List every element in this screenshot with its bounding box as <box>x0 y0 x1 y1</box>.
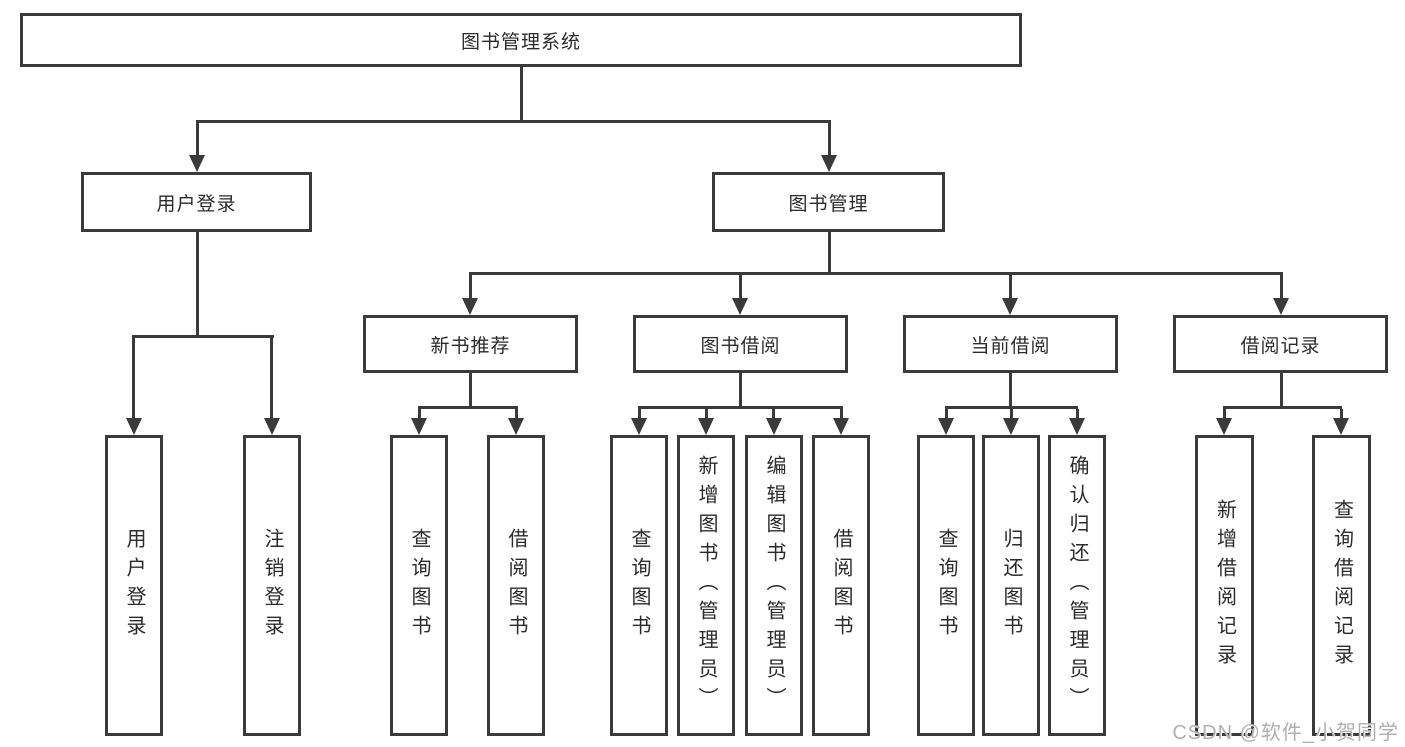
arrow-down-icon <box>732 298 748 315</box>
connector-line <box>1010 409 1013 423</box>
connector-line <box>1223 409 1226 423</box>
leaf-borrow-books: 借阅图书 <box>812 435 870 736</box>
node-root-library-system: 图书管理系统 <box>20 13 1022 67</box>
node-current-borrowing: 当前借阅 <box>903 315 1118 373</box>
arrow-down-icon <box>698 418 714 435</box>
arrow-down-icon <box>833 418 849 435</box>
leaf-confirm-return-admin: 确认归还（管理员） <box>1048 435 1106 736</box>
leaf-add-borrow-record: 新增借阅记录 <box>1195 435 1254 736</box>
leaf-query-books: 查询图书 <box>917 435 975 736</box>
node-label: 新增借阅记录 <box>1213 498 1236 673</box>
csdn-watermark: CSDN @软件_小贺同学 <box>1172 722 1399 744</box>
node-label: 查询图书 <box>408 527 430 644</box>
connector-line <box>739 275 742 300</box>
connector-line <box>132 338 135 420</box>
arrow-down-icon <box>1333 418 1349 435</box>
leaf-query-books: 查询图书 <box>610 435 668 736</box>
arrow-down-icon <box>1069 418 1085 435</box>
connector-line <box>828 232 831 272</box>
node-label: 注销登录 <box>261 527 283 644</box>
connector-line <box>945 409 948 423</box>
connector-line <box>469 373 472 406</box>
connector-line <box>945 406 1078 409</box>
node-new-book-recommend: 新书推荐 <box>363 315 578 373</box>
arrow-down-icon <box>264 418 280 435</box>
arrow-down-icon <box>938 418 954 435</box>
connector-line <box>638 409 641 423</box>
node-label: 确认归还（管理员） <box>1066 455 1088 716</box>
node-label: 归还图书 <box>1000 527 1022 644</box>
connector-line <box>270 338 273 420</box>
connector-line <box>1340 409 1343 423</box>
connector-line <box>132 335 274 338</box>
connector-line <box>1009 275 1012 300</box>
connector-line <box>469 275 472 300</box>
node-label: 用户登录 <box>123 527 145 644</box>
connector-line <box>196 123 199 157</box>
leaf-query-borrow-record: 查询借阅记录 <box>1312 435 1371 736</box>
node-label: 图书管理系统 <box>460 31 581 53</box>
arrow-down-icon <box>411 418 427 435</box>
node-label: 编辑图书（管理员） <box>763 455 785 716</box>
arrow-down-icon <box>189 155 205 172</box>
connector-line <box>828 123 831 157</box>
node-label: 图书管理 <box>788 193 869 215</box>
connector-line <box>739 373 742 406</box>
arrow-down-icon <box>1002 298 1018 315</box>
node-book-borrowing: 图书借阅 <box>633 315 848 373</box>
node-label: 新增图书（管理员） <box>695 455 717 716</box>
connector-line <box>1280 275 1283 300</box>
leaf-edit-books-admin: 编辑图书（管理员） <box>745 435 803 736</box>
connector-line <box>1223 406 1342 409</box>
leaf-borrow-books: 借阅图书 <box>487 435 545 736</box>
node-user-login: 用户登录 <box>81 172 312 232</box>
node-label: 借阅记录 <box>1240 335 1321 357</box>
node-label: 借阅图书 <box>505 527 527 644</box>
arrow-down-icon <box>1003 418 1019 435</box>
arrow-down-icon <box>1273 298 1289 315</box>
node-label: 新书推荐 <box>430 335 511 357</box>
connector-line <box>196 232 199 335</box>
leaf-add-books-admin: 新增图书（管理员） <box>677 435 735 736</box>
node-label: 查询图书 <box>935 527 957 644</box>
connector-line <box>515 409 518 423</box>
connector-line <box>196 120 831 123</box>
arrow-down-icon <box>462 298 478 315</box>
leaf-query-books: 查询图书 <box>390 435 448 736</box>
arrow-down-icon <box>766 418 782 435</box>
arrow-down-icon <box>821 155 837 172</box>
connector-line <box>705 409 708 423</box>
leaf-user-login: 用户登录 <box>105 435 163 736</box>
leaf-return-books: 归还图书 <box>982 435 1040 736</box>
connector-line <box>1076 409 1079 423</box>
arrow-down-icon <box>631 418 647 435</box>
arrow-down-icon <box>126 418 142 435</box>
connector-line <box>638 406 843 409</box>
node-label: 用户登录 <box>156 193 237 215</box>
node-book-management: 图书管理 <box>712 172 945 232</box>
connector-line <box>469 272 1283 275</box>
node-label: 查询借阅记录 <box>1330 498 1353 673</box>
node-borrow-records: 借阅记录 <box>1173 315 1388 373</box>
connector-line <box>520 67 523 120</box>
node-label: 图书借阅 <box>700 335 781 357</box>
node-label: 借阅图书 <box>830 527 852 644</box>
connector-line <box>772 409 775 423</box>
connector-line <box>418 406 518 409</box>
arrow-down-icon <box>508 418 524 435</box>
connector-line <box>840 409 843 423</box>
arrow-down-icon <box>1216 418 1232 435</box>
leaf-logout: 注销登录 <box>243 435 301 736</box>
connector-line <box>1280 373 1283 406</box>
node-label: 当前借阅 <box>970 335 1051 357</box>
connector-line <box>418 409 421 423</box>
connector-line <box>1009 373 1012 406</box>
node-label: 查询图书 <box>628 527 650 644</box>
